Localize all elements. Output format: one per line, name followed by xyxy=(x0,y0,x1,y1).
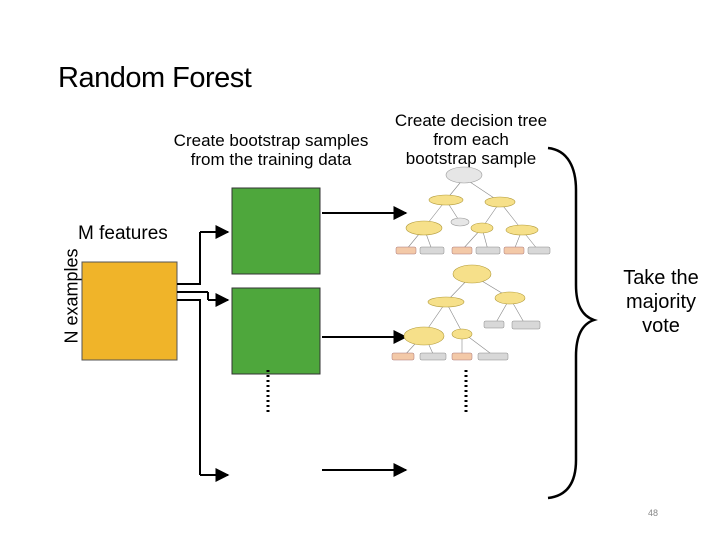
page-number: 48 xyxy=(648,508,659,518)
tree-caption: Create decision tree from each bootstrap… xyxy=(384,111,558,168)
tree-caption-line-2: from each xyxy=(433,130,509,149)
tree-arrows xyxy=(322,206,408,477)
majority-vote-caption: Take the majority vote xyxy=(612,266,710,338)
bootstrap-caption-line-1: Create bootstrap samples xyxy=(173,131,369,150)
m-features-label: M features xyxy=(78,223,168,244)
decision-tree-2 xyxy=(391,264,541,361)
tree-caption-line-3: bootstrap sample xyxy=(405,149,537,168)
tree-caption-line-1: Create decision tree xyxy=(394,111,548,130)
bootstrap-caption: Create bootstrap samples from the traini… xyxy=(162,131,380,169)
majority-vote-line-2: majority xyxy=(625,291,696,313)
bootstrap-sample-2 xyxy=(231,287,321,375)
routing-lines xyxy=(177,225,230,482)
majority-vote-line-1: Take the xyxy=(623,267,699,289)
majority-vote-line-3: vote xyxy=(642,315,680,337)
data-matrix xyxy=(81,261,178,361)
curly-brace-icon xyxy=(547,146,598,500)
bootstrap-caption-line-2: from the training data xyxy=(190,150,352,169)
decision-tree-1 xyxy=(395,166,551,255)
bootstrap-sample-1 xyxy=(231,187,321,275)
slide-title: Random Forest xyxy=(58,62,252,94)
